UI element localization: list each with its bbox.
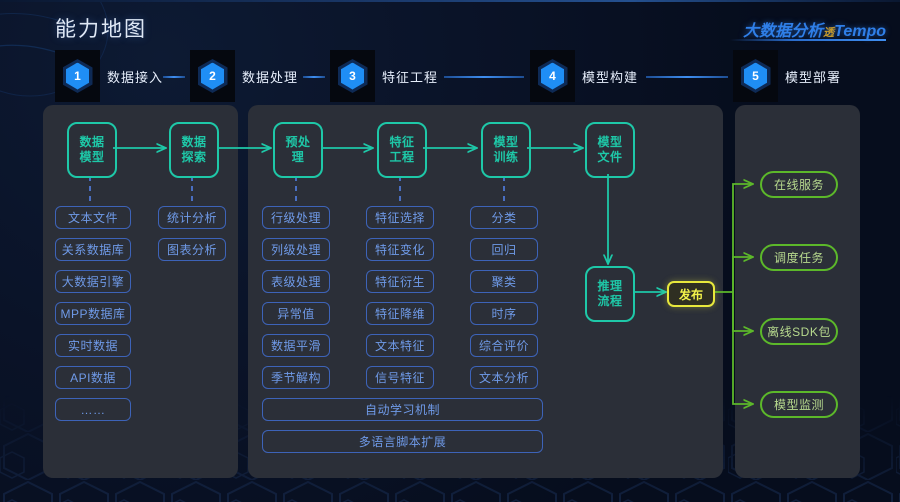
- stage-line-2: 训练: [493, 150, 519, 164]
- step-5-badge: 5: [733, 50, 778, 102]
- chip-table-level-processing[interactable]: 表级处理: [262, 270, 330, 293]
- chip-realtime-data[interactable]: 实时数据: [55, 334, 131, 357]
- stage-line-1: 特征: [389, 135, 415, 149]
- chip-column-level-processing[interactable]: 列级处理: [262, 238, 330, 261]
- chip-regression[interactable]: 回归: [470, 238, 538, 261]
- panel-data-ingest: [43, 105, 238, 478]
- chip-data-smoothing[interactable]: 数据平滑: [262, 334, 330, 357]
- step-3[interactable]: 3 特征工程: [330, 50, 438, 102]
- hexagon-icon: 3: [337, 59, 368, 93]
- chip-feature-reduction[interactable]: 特征降维: [366, 302, 434, 325]
- stage-node-feature-engineering[interactable]: 特征 工程: [377, 122, 427, 178]
- stage-line-2: 模型: [79, 150, 105, 164]
- panel-deployment: [735, 105, 860, 478]
- step-connector-4-5: [646, 76, 728, 78]
- page-title: 能力地图: [55, 18, 147, 41]
- chip-row-level-processing[interactable]: 行级处理: [262, 206, 330, 229]
- step-4-number: 4: [541, 62, 564, 90]
- step-3-label: 特征工程: [382, 69, 439, 85]
- stage-node-model-file[interactable]: 模型 文件: [585, 122, 635, 178]
- hexagon-icon: 1: [62, 59, 93, 93]
- step-connector-3-4: [444, 76, 524, 78]
- step-2-number: 2: [201, 62, 224, 90]
- stage-node-data-exploration[interactable]: 数据 探索: [169, 122, 219, 178]
- brand-logo-underline: [730, 39, 886, 41]
- chip-signal-feature[interactable]: 信号特征: [366, 366, 434, 389]
- step-5-number: 5: [744, 62, 767, 90]
- stage-node-preprocess[interactable]: 预处 理: [273, 122, 323, 178]
- stage-line-1: 模型: [597, 135, 623, 149]
- stage-node-model-training[interactable]: 模型 训练: [481, 122, 531, 178]
- brand-logo-mid: 透: [823, 27, 835, 39]
- step-4-label: 模型构建: [582, 69, 639, 85]
- chip-statistical-analysis[interactable]: 统计分析: [158, 206, 226, 229]
- deploy-chip-offline-sdk[interactable]: 离线SDK包: [760, 318, 838, 345]
- step-1-badge: 1: [55, 50, 100, 102]
- stage-line-1: 模型: [493, 135, 519, 149]
- deploy-chip-scheduled-task[interactable]: 调度任务: [760, 244, 838, 271]
- step-4[interactable]: 4 模型构建: [530, 50, 638, 102]
- step-2[interactable]: 2 数据处理: [190, 50, 298, 102]
- chip-feature-derivation[interactable]: 特征衍生: [366, 270, 434, 293]
- chip-auto-learning-mechanism[interactable]: 自动学习机制: [262, 398, 543, 421]
- step-5[interactable]: 5 模型部署: [733, 50, 841, 102]
- chip-seasonal-decomposition[interactable]: 季节解构: [262, 366, 330, 389]
- chip-mpp-db[interactable]: MPP数据库: [55, 302, 131, 325]
- stage-line-1: 数据: [181, 135, 207, 149]
- publish-button[interactable]: 发布: [667, 281, 715, 307]
- chip-bigdata-engine[interactable]: 大数据引擎: [55, 270, 131, 293]
- top-accent-line: [0, 0, 900, 2]
- stage-line-2: 理: [291, 150, 305, 164]
- hexagon-icon: 2: [197, 59, 228, 93]
- step-connector-2-3: [303, 76, 325, 78]
- chip-chart-analysis[interactable]: 图表分析: [158, 238, 226, 261]
- deploy-chip-online-service[interactable]: 在线服务: [760, 171, 838, 198]
- step-2-badge: 2: [190, 50, 235, 102]
- chip-time-series[interactable]: 时序: [470, 302, 538, 325]
- stage-node-data-model[interactable]: 数据 模型: [67, 122, 117, 178]
- step-4-badge: 4: [530, 50, 575, 102]
- chip-feature-selection[interactable]: 特征选择: [366, 206, 434, 229]
- brand-logo-cn: 大数据分析: [743, 23, 824, 40]
- step-2-label: 数据处理: [242, 69, 299, 85]
- chip-text-feature[interactable]: 文本特征: [366, 334, 434, 357]
- chip-outlier[interactable]: 异常值: [262, 302, 330, 325]
- brand-logo: 大数据分析透Tempo: [743, 17, 886, 41]
- chip-text-analysis[interactable]: 文本分析: [470, 366, 538, 389]
- step-3-number: 3: [341, 62, 364, 90]
- chip-text-file[interactable]: 文本文件: [55, 206, 131, 229]
- deploy-chip-model-monitor[interactable]: 模型监测: [760, 391, 838, 418]
- chip-api-data[interactable]: API数据: [55, 366, 131, 389]
- brand-logo-en: Tempo: [834, 23, 886, 40]
- stage-node-inference-flow[interactable]: 推理 流程: [585, 266, 635, 322]
- hexagon-icon: 5: [740, 59, 771, 93]
- chip-relational-db[interactable]: 关系数据库: [55, 238, 131, 261]
- stage-line-1: 推理: [597, 279, 623, 293]
- stage-line-2: 流程: [597, 294, 623, 308]
- chip-classification[interactable]: 分类: [470, 206, 538, 229]
- stage-line-2: 探索: [181, 150, 207, 164]
- stage-line-1: 数据: [79, 135, 105, 149]
- step-3-badge: 3: [330, 50, 375, 102]
- chip-multilang-script-extension[interactable]: 多语言脚本扩展: [262, 430, 543, 453]
- step-1-number: 1: [66, 62, 89, 90]
- stage-line-2: 工程: [389, 150, 415, 164]
- stepper: 1 数据接入 2 数据处理 3 特征工程 4: [0, 50, 900, 102]
- chip-more[interactable]: ……: [55, 398, 131, 421]
- chip-clustering[interactable]: 聚类: [470, 270, 538, 293]
- step-connector-1-2: [163, 76, 185, 78]
- chip-comprehensive-evaluation[interactable]: 综合评价: [470, 334, 538, 357]
- hexagon-icon: 4: [537, 59, 568, 93]
- step-1-label: 数据接入: [107, 69, 164, 85]
- stage-line-1: 预处: [285, 135, 311, 149]
- step-1[interactable]: 1 数据接入: [55, 50, 163, 102]
- stage-line-2: 文件: [597, 150, 623, 164]
- step-5-label: 模型部署: [785, 69, 842, 85]
- chip-feature-transform[interactable]: 特征变化: [366, 238, 434, 261]
